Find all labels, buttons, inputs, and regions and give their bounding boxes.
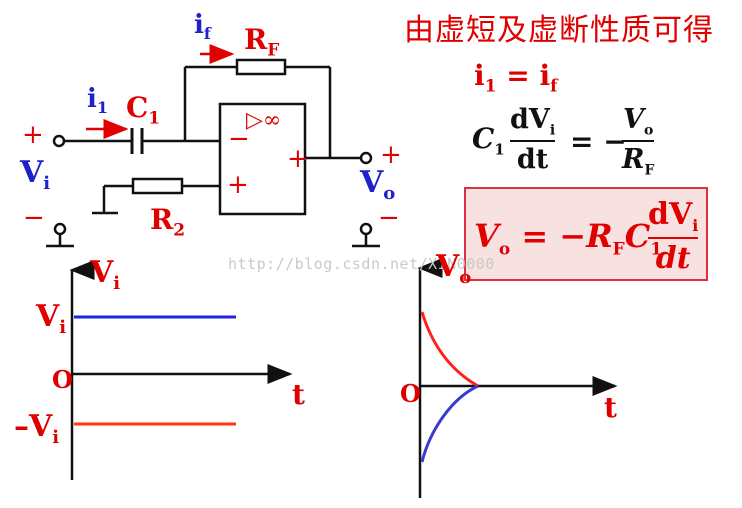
input-graph-x-label: t — [292, 378, 305, 411]
equation-derivative-fraction: dVi dt — [510, 104, 556, 176]
input-graph-axes — [69, 260, 293, 480]
c1-label: C1 — [126, 91, 161, 129]
result-equation-box — [464, 187, 708, 281]
output-terminal — [359, 151, 373, 165]
input-graph-y-label: Vi — [90, 255, 121, 294]
output-plus-sign: + — [380, 140, 402, 170]
input-ground-terminal — [53, 222, 67, 236]
rf-label: RF — [244, 23, 280, 61]
r2-label: R2 — [150, 203, 186, 241]
input-terminal — [52, 134, 66, 148]
output-graph-origin: O — [400, 379, 421, 408]
output-positive-decay-curve — [420, 311, 479, 388]
watermark-url: http://blog.csdn.net/XIN0000 — [228, 255, 495, 273]
input-minus-sign: − — [23, 203, 45, 233]
input-graph-origin: O — [52, 365, 73, 394]
page-title: 由虚短及虚断性质可得 — [404, 13, 714, 48]
opamp-inverting-sign: − — [228, 124, 250, 154]
i1-label: i1 — [87, 84, 109, 118]
opamp-noninverting-sign: + — [227, 170, 249, 200]
capacitor-c1 — [130, 128, 144, 154]
output-graph-y-label: Vo — [436, 249, 472, 288]
equation-derivative-c1: C1 — [472, 122, 505, 159]
opamp-box — [218, 102, 307, 216]
output-minus-sign: − — [378, 203, 400, 233]
output-voltage-label: Vo — [360, 165, 396, 204]
equation-currents-equal: i1 = if — [474, 59, 558, 97]
input-plus-sign: + — [22, 120, 44, 150]
output-negative-decay-curve — [420, 384, 479, 463]
input-graph-negative-label: –Vi — [14, 409, 60, 448]
equation-ratio-fraction: Vo RF — [622, 104, 655, 179]
result-equation-lhs: Vo = −RFC1 — [474, 217, 663, 260]
opamp-output-sign: + — [287, 144, 309, 174]
output-ground-terminal — [359, 222, 373, 236]
input-graph-positive-label: Vi — [36, 299, 67, 338]
resistor-r2 — [131, 177, 184, 195]
if-label: if — [194, 10, 211, 44]
equation-equals-negative: = − — [570, 125, 627, 158]
input-voltage-label: Vi — [20, 155, 51, 194]
result-derivative-fraction: dVi dt — [648, 197, 699, 276]
resistor-rf — [235, 58, 287, 76]
output-graph-axes — [417, 258, 618, 498]
opamp-symbol: ▷∞ — [246, 108, 282, 133]
output-graph-x-label: t — [604, 391, 617, 424]
